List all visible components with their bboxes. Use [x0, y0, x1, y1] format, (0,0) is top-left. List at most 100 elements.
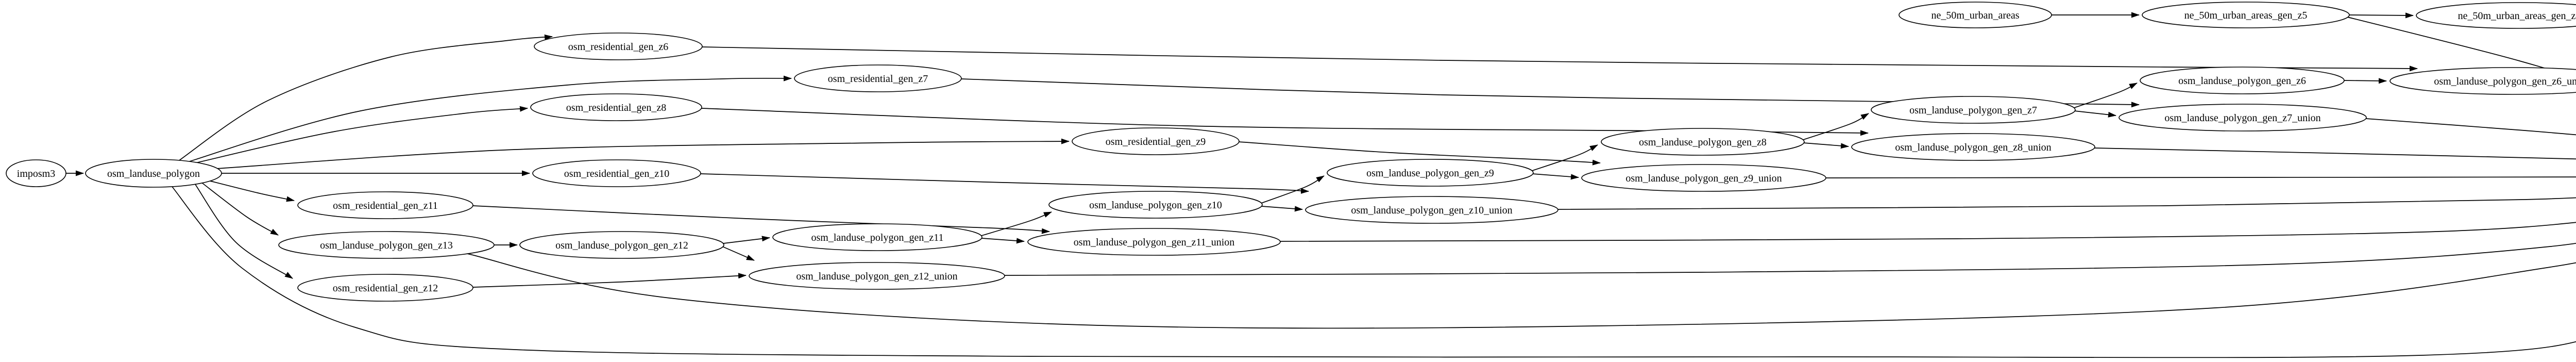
- edge-osm_landuse_polygon_gen_z10-to-osm_landuse_polygon_gen_z9: [1261, 175, 1325, 204]
- node-label-osm_landuse_polygon_gen_z8_union: osm_landuse_polygon_gen_z8_union: [1895, 142, 2051, 153]
- node-ellipse-osm_residential_gen_z7: [794, 64, 962, 92]
- node-osm_residential_gen_z11: osm_residential_gen_z11: [297, 191, 473, 219]
- node-label-osm_landuse_polygon_gen_z7_union: osm_landuse_polygon_gen_z7_union: [2164, 112, 2320, 124]
- node-osm_residential_gen_z8: osm_residential_gen_z8: [530, 93, 702, 121]
- edge-osm_residential_gen_z10-to-osm_landuse_polygon_gen_z10_union: [700, 173, 1309, 194]
- edge-osm_landuse_polygon_gen_z11-to-osm_landuse_polygon_gen_z10: [981, 211, 1052, 236]
- edge-osm_residential_gen_z6-to-osm_landuse_polygon_gen_z6_union: [701, 46, 2418, 72]
- edge-osm_landuse_polygon_gen_z6-to-osm_landuse_polygon_gen_z6_union: [2343, 78, 2387, 84]
- edge-osm_landuse_polygon_gen_z9_union-to-layer_landuse-z9: [1825, 176, 2576, 178]
- node-ellipse-osm_residential_gen_z8: [530, 93, 702, 121]
- node-label-osm_landuse_polygon_gen_z9: osm_landuse_polygon_gen_z9: [1366, 168, 1494, 179]
- node-osm_landuse_polygon_gen_z13: osm_landuse_polygon_gen_z13: [278, 231, 495, 259]
- edge-osm_landuse_polygon-to-osm_residential_gen_z12: [194, 183, 293, 279]
- node-ellipse-osm_landuse_polygon_gen_z12_union: [749, 262, 1005, 290]
- node-ellipse-osm_landuse_polygon_gen_z10_union: [1305, 196, 1558, 224]
- node-osm_landuse_polygon_gen_z8_union: osm_landuse_polygon_gen_z8_union: [1851, 133, 2095, 161]
- node-ne_50m_urban_areas_gen_z4: ne_50m_urban_areas_gen_z4: [2416, 2, 2576, 29]
- node-label-osm_residential_gen_z8: osm_residential_gen_z8: [566, 102, 666, 113]
- node-label-osm_landuse_polygon_gen_z7: osm_landuse_polygon_gen_z7: [1909, 105, 2037, 116]
- edge-osm_landuse_polygon_gen_z12-to-osm_landuse_polygon_gen_z12_union: [722, 246, 755, 261]
- edge-osm_landuse_polygon-to-osm_residential_gen_z11: [206, 179, 295, 202]
- edge-osm_landuse_polygon_gen_z13-to-layer_landuse-z13: [465, 253, 2576, 329]
- node-ellipse-osm_landuse_polygon_gen_z7: [1871, 96, 2076, 124]
- node-osm_residential_gen_z12: osm_residential_gen_z12: [297, 274, 473, 302]
- node-ellipse-osm_landuse_polygon_gen_z10: [1048, 191, 1263, 219]
- edge-osm_landuse_polygon_gen_z9-to-osm_landuse_polygon_gen_z8: [1532, 144, 1598, 171]
- node-ellipse-osm_landuse_polygon: [85, 159, 222, 188]
- node-label-osm_landuse_polygon_gen_z12: osm_landuse_polygon_gen_z12: [555, 240, 688, 251]
- edge-osm_residential_gen_z9-to-osm_landuse_polygon_gen_z9_union: [1238, 141, 1601, 166]
- node-ellipse-osm_landuse_polygon_gen_z13: [278, 231, 495, 259]
- node-ellipse-osm_residential_gen_z12: [297, 274, 473, 302]
- edge-osm_landuse_polygon-to-osm_residential_gen_z9: [208, 138, 1070, 170]
- node-ellipse-osm_residential_gen_z6: [534, 32, 703, 60]
- node-ellipse-ne_50m_urban_areas_gen_z5: [2142, 2, 2350, 28]
- edge-osm_landuse_polygon_gen_z11_union-to-layer_landuse-z11: [1279, 222, 2576, 242]
- edge-osm_landuse_polygon-to-osm_landuse_polygon_gen_z13: [200, 182, 279, 236]
- node-imposm3: imposm3: [6, 159, 66, 187]
- node-ellipse-imposm3: [6, 159, 66, 187]
- node-ellipse-osm_landuse_polygon_gen_z9: [1327, 159, 1534, 187]
- node-ellipse-osm_landuse_polygon_gen_z11: [772, 223, 982, 251]
- edge-osm_landuse_polygon-to-osm_residential_gen_z6: [177, 34, 553, 162]
- edge-osm_landuse_polygon-to-osm_residential_gen_z7: [182, 75, 792, 164]
- node-ellipse-osm_landuse_polygon_gen_z8_union: [1851, 133, 2095, 161]
- node-osm_landuse_polygon_gen_z8: osm_landuse_polygon_gen_z8: [1601, 128, 1805, 156]
- node-ellipse-osm_landuse_polygon_gen_z12: [519, 231, 724, 259]
- node-label-osm_landuse_polygon_gen_z8: osm_landuse_polygon_gen_z8: [1639, 137, 1767, 148]
- node-label-osm_landuse_polygon_gen_z12_union: osm_landuse_polygon_gen_z12_union: [796, 271, 957, 282]
- node-osm_landuse_polygon: osm_landuse_polygon: [85, 159, 222, 188]
- node-label-osm_landuse_polygon_gen_z13: osm_landuse_polygon_gen_z13: [320, 240, 453, 251]
- node-label-osm_residential_gen_z10: osm_residential_gen_z10: [564, 168, 669, 179]
- node-ellipse-osm_landuse_polygon_gen_z8: [1601, 128, 1805, 156]
- edge-osm_landuse_polygon_gen_z7_union-to-layer_landuse-z7: [2365, 118, 2576, 136]
- edge-osm_landuse_polygon_gen_z8-to-osm_landuse_polygon_gen_z7: [1803, 113, 1869, 140]
- node-label-ne_50m_urban_areas: ne_50m_urban_areas: [1931, 10, 2019, 21]
- node-ellipse-osm_landuse_polygon_gen_z6: [2140, 67, 2345, 94]
- node-label-osm_landuse_polygon_gen_z10_union: osm_landuse_polygon_gen_z10_union: [1351, 205, 1512, 216]
- node-label-ne_50m_urban_areas_gen_z4: ne_50m_urban_areas_gen_z4: [2458, 10, 2576, 22]
- node-label-osm_landuse_polygon_gen_z6: osm_landuse_polygon_gen_z6: [2178, 75, 2306, 87]
- edge-osm_landuse_polygon_gen_z11-to-osm_landuse_polygon_gen_z11_union: [981, 238, 1025, 244]
- edge-osm_landuse_polygon-to-layer_landuse-z14+: [170, 184, 2576, 358]
- node-ellipse-osm_landuse_polygon_gen_z11_union: [1027, 228, 1281, 256]
- node-ellipse-osm_landuse_polygon_gen_z6_union: [2389, 67, 2576, 95]
- node-label-osm_landuse_polygon_gen_z6_union: osm_landuse_polygon_gen_z6_union: [2434, 76, 2576, 87]
- node-label-osm_residential_gen_z7: osm_residential_gen_z7: [828, 73, 928, 85]
- node-label-ne_50m_urban_areas_gen_z5: ne_50m_urban_areas_gen_z5: [2184, 10, 2308, 21]
- node-label-imposm3: imposm3: [17, 168, 55, 179]
- node-ne_50m_urban_areas: ne_50m_urban_areas: [1899, 2, 2052, 28]
- node-ellipse-osm_landuse_polygon_gen_z7_union: [2119, 104, 2367, 131]
- node-osm_landuse_polygon_gen_z9_union: osm_landuse_polygon_gen_z9_union: [1581, 164, 1826, 192]
- node-ellipse-osm_residential_gen_z11: [297, 191, 473, 219]
- node-osm_residential_gen_z9: osm_residential_gen_z9: [1072, 127, 1240, 155]
- node-label-osm_landuse_polygon_gen_z11_union: osm_landuse_polygon_gen_z11_union: [1074, 237, 1235, 248]
- node-osm_landuse_polygon_gen_z6_union: osm_landuse_polygon_gen_z6_union: [2389, 67, 2576, 95]
- node-ellipse-ne_50m_urban_areas_gen_z4: [2416, 2, 2576, 29]
- edge-osm_landuse_polygon_gen_z12-to-osm_landuse_polygon_gen_z11: [723, 236, 770, 244]
- edge-osm_landuse_polygon_gen_z10-to-osm_landuse_polygon_gen_z10_union: [1261, 206, 1303, 212]
- edge-osm_landuse_polygon_gen_z12_union-to-layer_landuse-z12: [1004, 242, 2576, 276]
- node-ne_50m_urban_areas_gen_z5: ne_50m_urban_areas_gen_z5: [2142, 2, 2350, 28]
- node-osm_landuse_polygon_gen_z7: osm_landuse_polygon_gen_z7: [1871, 96, 2076, 124]
- node-ellipse-ne_50m_urban_areas: [1899, 2, 2052, 28]
- edge-osm_landuse_polygon_gen_z7-to-osm_landuse_polygon_gen_z6: [2074, 83, 2138, 108]
- node-ellipse-osm_landuse_polygon_gen_z9_union: [1581, 164, 1826, 192]
- node-osm_residential_gen_z6: osm_residential_gen_z6: [534, 32, 703, 60]
- edge-osm_landuse_polygon_gen_z8_union-to-layer_landuse-z8: [2094, 147, 2576, 160]
- edge-osm_landuse_polygon_gen_z7-to-osm_landuse_polygon_gen_z7_union: [2074, 110, 2116, 118]
- node-osm_landuse_polygon_gen_z12: osm_landuse_polygon_gen_z12: [519, 231, 724, 259]
- node-label-osm_residential_gen_z6: osm_residential_gen_z6: [568, 41, 668, 53]
- edge-osm_landuse_polygon_gen_z8-to-osm_landuse_polygon_gen_z8_union: [1803, 142, 1849, 149]
- node-label-osm_residential_gen_z9: osm_residential_gen_z9: [1106, 136, 1206, 147]
- node-label-osm_landuse_polygon_gen_z10: osm_landuse_polygon_gen_z10: [1089, 200, 1222, 211]
- node-osm_landuse_polygon_gen_z10: osm_landuse_polygon_gen_z10: [1048, 191, 1263, 219]
- node-osm_landuse_polygon_gen_z11_union: osm_landuse_polygon_gen_z11_union: [1027, 228, 1281, 256]
- edge-osm_landuse_polygon_gen_z9-to-osm_landuse_polygon_gen_z9_union: [1532, 173, 1579, 180]
- node-label-osm_residential_gen_z12: osm_residential_gen_z12: [333, 283, 438, 294]
- node-label-osm_landuse_polygon: osm_landuse_polygon: [107, 168, 200, 179]
- node-label-osm_landuse_polygon_gen_z9_union: osm_landuse_polygon_gen_z9_union: [1625, 173, 1782, 184]
